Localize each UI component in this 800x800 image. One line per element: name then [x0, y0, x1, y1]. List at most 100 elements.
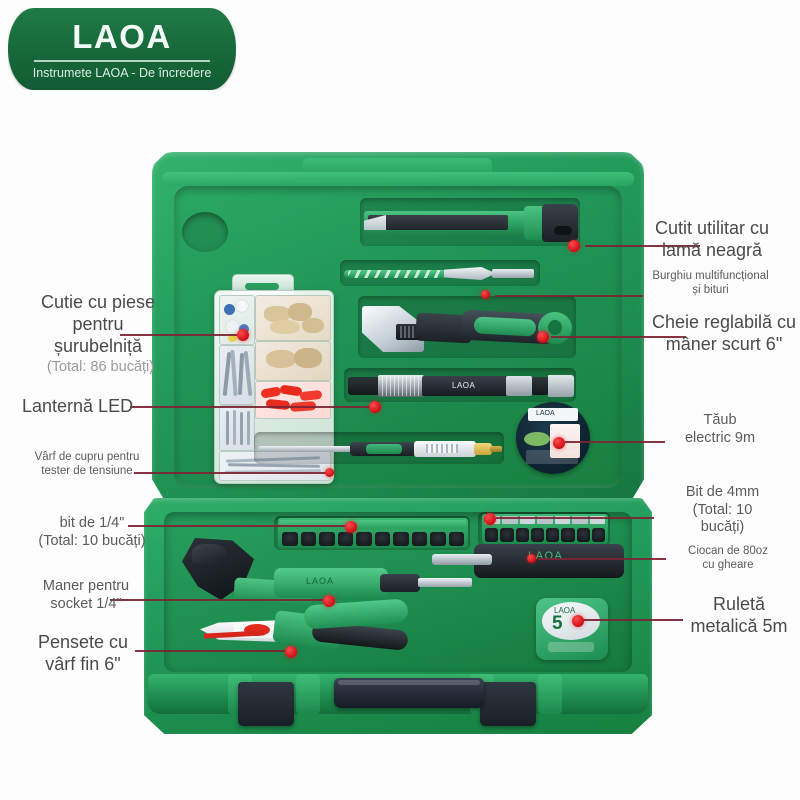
callout-leader-line-socket-handle — [110, 599, 328, 601]
callout-marker-utility-knife — [568, 240, 580, 252]
case-lid: LAOA LAOA — [152, 152, 644, 504]
callout-label-electrical-tape-line2: electric 9m — [684, 429, 756, 446]
tool-multifunction-drill-bit — [344, 266, 534, 281]
callout-label-multifunction-drill-bits-line2: și bituri — [692, 284, 729, 297]
callout-label-parts-box-total: (Total: 86 bucăți) — [18, 359, 183, 377]
callout-leader-line-needle-nose-pliers — [135, 650, 290, 652]
callout-label-needle-nose-pliers-line2: vârf fin 6" — [45, 653, 121, 674]
callout-label-electrical-tape-line1: Tăub — [703, 412, 737, 428]
callout-leader-line-utility-knife — [585, 245, 700, 247]
callout-marker-claw-hammer — [527, 554, 536, 563]
tool-screwdriver-green: LAOA — [274, 564, 472, 602]
callout-leader-line-metal-tape-measure — [583, 619, 683, 621]
callout-leader-line-bit-quarter-inch — [128, 525, 350, 527]
case-latch-left[interactable] — [238, 682, 294, 726]
callout-label-bit-quarter-inch-line2: (Total: 10 bucăți) — [38, 532, 146, 549]
parts-cell-wall-plugs — [255, 341, 331, 381]
parts-cell-screws-a — [219, 345, 255, 405]
callout-leader-line-bit-4mm — [496, 517, 654, 519]
brand-badge: LAOA Instrumete LAOA - De încredere — [8, 8, 236, 90]
tool-voltage-tester — [258, 440, 502, 458]
tool-screwdriver-black: LAOA — [432, 540, 628, 586]
tool-tape-measure: LAOA 5 — [536, 598, 614, 666]
case-handle[interactable] — [334, 678, 484, 708]
tool-utility-knife — [364, 204, 578, 242]
tool-case: LAOA LAOA — [144, 152, 652, 758]
tape-brand-mark: LAOA — [536, 410, 555, 417]
parts-organizer-box — [214, 290, 334, 484]
brand-name: LAOA — [72, 18, 172, 56]
callout-label-needle-nose-pliers-line1: Pensete cu — [37, 632, 129, 652]
callout-leader-line-electrical-tape — [565, 441, 665, 443]
brand-divider — [34, 60, 210, 63]
parts-cell-red-plugs — [255, 381, 331, 419]
callout-leader-line-screwdriver-parts-box — [120, 334, 242, 336]
tool-socket-set — [278, 518, 468, 548]
callout-marker-bit-quarter-inch — [345, 521, 357, 533]
callout-marker-multifunction-drill-bits — [481, 290, 490, 299]
callout-label-claw-hammer-line2: cu gheare — [702, 559, 754, 572]
callout-label-bit-quarter-inch: bit de 1/4"(Total: 10 bucăți) — [18, 515, 166, 550]
parts-cell-screw-anchors — [255, 295, 331, 341]
case-latch-right[interactable] — [480, 682, 536, 726]
callout-label-socket-handle-line1: Maner pentru — [42, 578, 130, 594]
callout-label-screwdriver-parts-box-line2: pentru — [72, 313, 124, 334]
callout-label-bit-4mm-line2: (Total: 10 — [692, 501, 753, 518]
callout-marker-adjustable-wrench — [537, 331, 549, 343]
callout-marker-metal-tape-measure — [572, 615, 584, 627]
callout-label-adjustable-wrench-line1: Cheie reglabilă cu — [651, 312, 797, 332]
callout-label-voltage-tester-line1: Vârf de cupru pentru — [34, 451, 140, 463]
callout-marker-bit-4mm — [484, 513, 496, 525]
callout-label-led-flashlight: Lanternă LED — [22, 396, 172, 418]
tape-measure-brand-mark: LAOA — [554, 606, 576, 615]
tool-needle-nose-pliers — [200, 598, 414, 662]
screwdriver-brand-mark: LAOA — [306, 576, 335, 586]
callout-label-bit-4mm-line1: Bit de 4mm — [685, 484, 760, 500]
callout-label-claw-hammer: Ciocan de 80oz cu gheare — [663, 544, 793, 572]
callout-label-utility-knife-line1: Cutit utilitar cu — [654, 218, 770, 238]
callout-label-screwdriver-parts-box-line1: Cutie cu piese — [40, 292, 156, 312]
callout-marker-needle-nose-pliers — [285, 646, 297, 658]
tool-bit-set-4mm — [482, 514, 608, 544]
callout-label-metal-tape-measure-line2: metalică 5m — [690, 615, 788, 636]
callout-label-multifunction-drill-bits: Burghiu multifuncțional și bituri — [628, 269, 793, 297]
callout-marker-voltage-tester — [325, 468, 334, 477]
callout-marker-led-flashlight — [369, 401, 381, 413]
tool-claw-hammer — [182, 538, 313, 622]
callout-label-metal-tape-measure-line1: Ruletă — [712, 594, 766, 614]
callout-leader-line-led-flashlight — [130, 406, 375, 408]
callout-marker-electrical-tape — [553, 437, 565, 449]
callout-label-multifunction-drill-bits-line1: Burghiu multifuncțional — [652, 270, 769, 282]
callout-label-adjustable-wrench-line2: mâner scurt 6" — [665, 333, 783, 354]
callout-label-screwdriver-parts-box-line3: șurubelniță — [53, 335, 143, 356]
latch-tab-right-b — [538, 674, 562, 714]
base-tray: LAOA LAOA LAOA 5 — [164, 512, 632, 672]
tray-recess-circle — [182, 212, 228, 252]
tool-led-flashlight: LAOA — [348, 374, 574, 398]
callout-label-led-flashlight-line1: Lanternă LED — [22, 396, 134, 416]
brand-tagline: Instrumete LAOA - De încredere — [32, 66, 212, 81]
callout-leader-line-claw-hammer — [538, 558, 666, 560]
tool-electrical-tape: LAOA — [516, 402, 590, 474]
callout-leader-line-multifunction-drill-bits — [495, 295, 643, 297]
callout-marker-socket-handle — [323, 595, 335, 607]
tool-adjustable-wrench — [362, 302, 576, 354]
callout-label-utility-knife-line2: lamă neagră — [661, 239, 763, 260]
tape-measure-length: 5 — [552, 613, 563, 634]
lid-lip — [162, 172, 634, 186]
callout-label-bit-4mm-line3: bucăți) — [700, 519, 745, 536]
parts-cell-screws-b — [219, 405, 255, 451]
callout-label-socket-handle-line2: socket 1/4" — [50, 595, 122, 612]
callout-label-claw-hammer-line1: Ciocan de 80oz — [688, 545, 768, 557]
callout-marker-screwdriver-parts-box — [237, 329, 249, 341]
latch-tab-left-b — [296, 674, 320, 714]
